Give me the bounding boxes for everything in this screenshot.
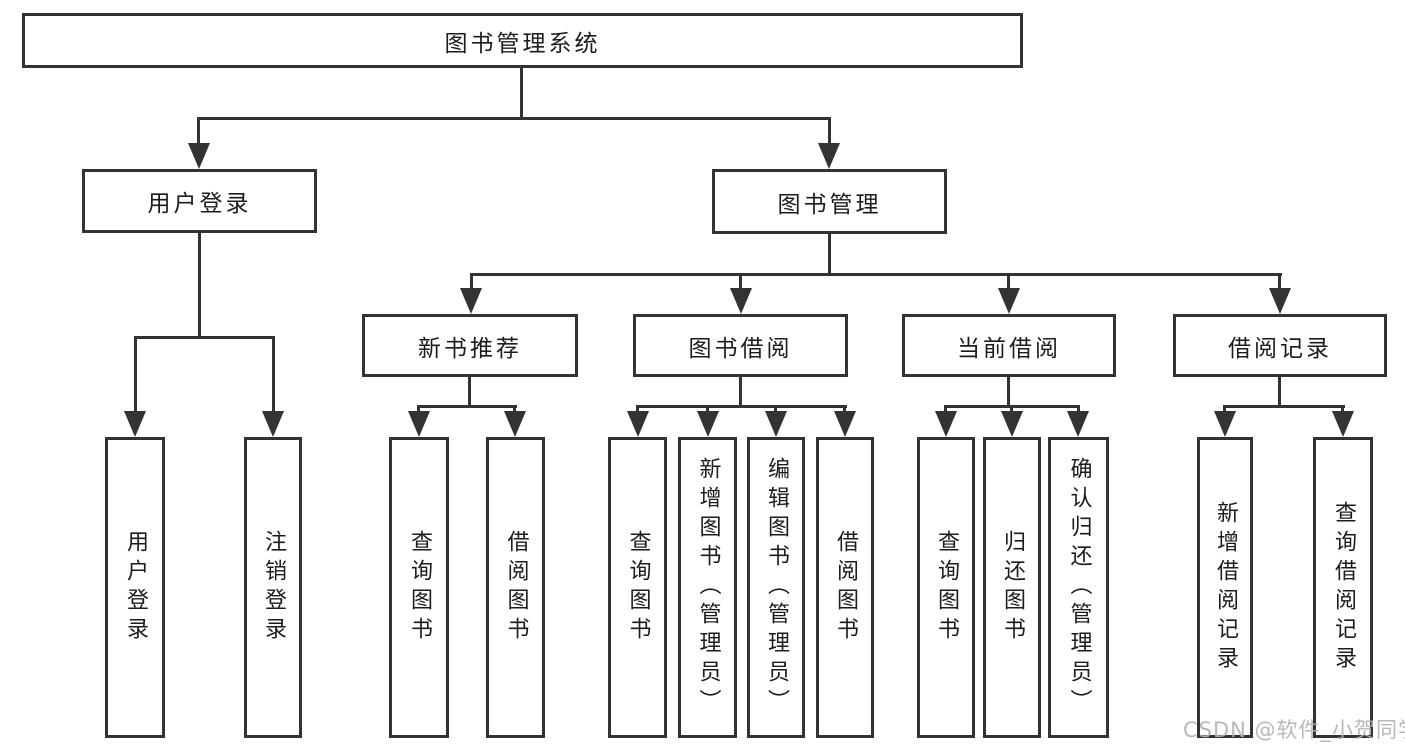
- leaf-add-borrow-record-label: 新增借阅记录: [1213, 500, 1238, 675]
- connector-leaf-drop: [1010, 405, 1013, 415]
- leaf-return-books: 归还图书: [983, 437, 1041, 738]
- connector-stem: [468, 377, 471, 405]
- node-user-login-label: 用户登录: [147, 191, 252, 217]
- connector-leaf-drop: [1278, 273, 1281, 290]
- arrow-down-icon: [834, 411, 856, 437]
- leaf-query-books-borrowing: 查询图书: [608, 437, 667, 738]
- node-book-borrowing: 图书借阅: [633, 314, 848, 377]
- node-current-borrowing-label: 当前借阅: [957, 335, 1061, 362]
- leaf-query-books-recommend: 查询图书: [389, 437, 449, 738]
- leaf-add-books-admin-label: 新增图书（管理员）: [695, 457, 721, 718]
- connector-rail: [636, 405, 847, 408]
- arrow-down-icon: [765, 411, 787, 437]
- leaf-add-borrow-record: 新增借阅记录: [1197, 437, 1253, 738]
- leaf-query-books-current-label: 查询图书: [934, 529, 959, 646]
- connector-level2-rail: [470, 273, 1282, 276]
- connector-leaf-drop: [706, 405, 709, 415]
- arrow-down-icon: [1001, 411, 1023, 437]
- arrow-down-icon: [1332, 411, 1354, 437]
- leaf-borrow-books-recommend: 借阅图书: [486, 437, 545, 738]
- connector-stem: [1007, 377, 1010, 405]
- connector-stem: [739, 377, 742, 405]
- leaf-add-books-admin: 新增图书（管理员）: [678, 437, 737, 738]
- connector-stem: [1278, 377, 1281, 405]
- leaf-edit-books-admin: 编辑图书（管理员）: [747, 437, 805, 738]
- connector-leaf-drop: [470, 273, 473, 290]
- connector-user-login-stem: [198, 233, 201, 336]
- node-current-borrowing: 当前借阅: [902, 314, 1116, 377]
- arrow-down-icon: [124, 411, 146, 437]
- arrow-down-icon: [1214, 411, 1236, 437]
- connector-leaf-drop: [1223, 405, 1226, 415]
- node-library-system: 图书管理系统: [22, 13, 1023, 68]
- leaf-edit-books-admin-label: 编辑图书（管理员）: [764, 457, 789, 718]
- arrow-down-icon: [697, 411, 719, 437]
- arrow-down-icon: [408, 411, 430, 437]
- leaf-confirm-return-admin: 确认归还（管理员）: [1048, 437, 1109, 738]
- connector-leaf-drop: [272, 336, 275, 413]
- leaf-borrow-books: 借阅图书: [816, 437, 874, 738]
- leaf-query-books-recommend-label: 查询图书: [407, 529, 432, 646]
- connector-rail: [417, 405, 517, 408]
- arrow-down-icon: [998, 288, 1020, 314]
- leaf-query-books-borrowing-label: 查询图书: [625, 529, 651, 646]
- connector-leaf-drop: [1077, 405, 1080, 415]
- leaf-borrow-books-recommend-label: 借阅图书: [503, 529, 529, 646]
- connector-leaf-drop: [739, 273, 742, 290]
- arrow-down-icon: [1269, 288, 1291, 314]
- leaf-query-borrow-record-label: 查询借阅记录: [1331, 500, 1356, 675]
- leaf-logout: 注销登录: [244, 437, 302, 738]
- connector-book-mgmt-drop: [828, 117, 831, 145]
- leaf-confirm-return-admin-label: 确认归还（管理员）: [1066, 457, 1092, 718]
- connector-leaf-drop: [513, 405, 516, 415]
- node-library-system-label: 图书管理系统: [444, 30, 601, 57]
- connector-user-login-drop: [197, 117, 200, 145]
- node-borrowing-records-label: 借阅记录: [1228, 335, 1332, 362]
- arrow-down-icon: [504, 411, 526, 437]
- arrow-down-icon: [627, 411, 649, 437]
- leaf-borrow-books-label: 借阅图书: [833, 529, 858, 646]
- connector-level1-rail: [197, 117, 831, 120]
- node-user-login: 用户登录: [82, 169, 317, 233]
- arrow-down-icon: [262, 411, 284, 437]
- node-book-management: 图书管理: [712, 169, 947, 234]
- arrow-down-icon: [1067, 411, 1089, 437]
- arrow-down-icon: [730, 288, 752, 314]
- arrow-down-icon: [460, 288, 482, 314]
- arrow-down-icon: [188, 143, 210, 169]
- csdn-watermark: CSDN @软件_小贺同学: [1183, 718, 1405, 742]
- node-book-management-label: 图书管理: [777, 191, 882, 218]
- connector-user-login-rail: [134, 336, 275, 339]
- node-new-book-recommend-label: 新书推荐: [418, 335, 522, 362]
- connector-leaf-drop: [944, 405, 947, 415]
- connector-root-stem: [520, 68, 523, 117]
- leaf-query-books-current: 查询图书: [917, 437, 975, 738]
- leaf-logout-label: 注销登录: [261, 529, 286, 646]
- connector-book-mgmt-stem: [828, 234, 831, 273]
- connector-leaf-drop: [1007, 273, 1010, 290]
- node-borrowing-records: 借阅记录: [1173, 314, 1387, 377]
- leaf-query-borrow-record: 查询借阅记录: [1313, 437, 1373, 738]
- leaf-user-login: 用户登录: [105, 437, 165, 738]
- connector-leaf-drop: [843, 405, 846, 415]
- connector-leaf-drop: [417, 405, 420, 415]
- connector-leaf-drop: [774, 405, 777, 415]
- connector-rail: [1223, 405, 1345, 408]
- arrow-down-icon: [818, 143, 840, 169]
- node-new-book-recommend: 新书推荐: [362, 314, 578, 377]
- leaf-user-login-label: 用户登录: [123, 529, 148, 646]
- leaf-return-books-label: 归还图书: [1000, 529, 1025, 646]
- connector-leaf-drop: [636, 405, 639, 415]
- arrow-down-icon: [935, 411, 957, 437]
- connector-leaf-drop: [134, 336, 137, 413]
- node-book-borrowing-label: 图书借阅: [688, 335, 793, 362]
- connector-leaf-drop: [1341, 405, 1344, 415]
